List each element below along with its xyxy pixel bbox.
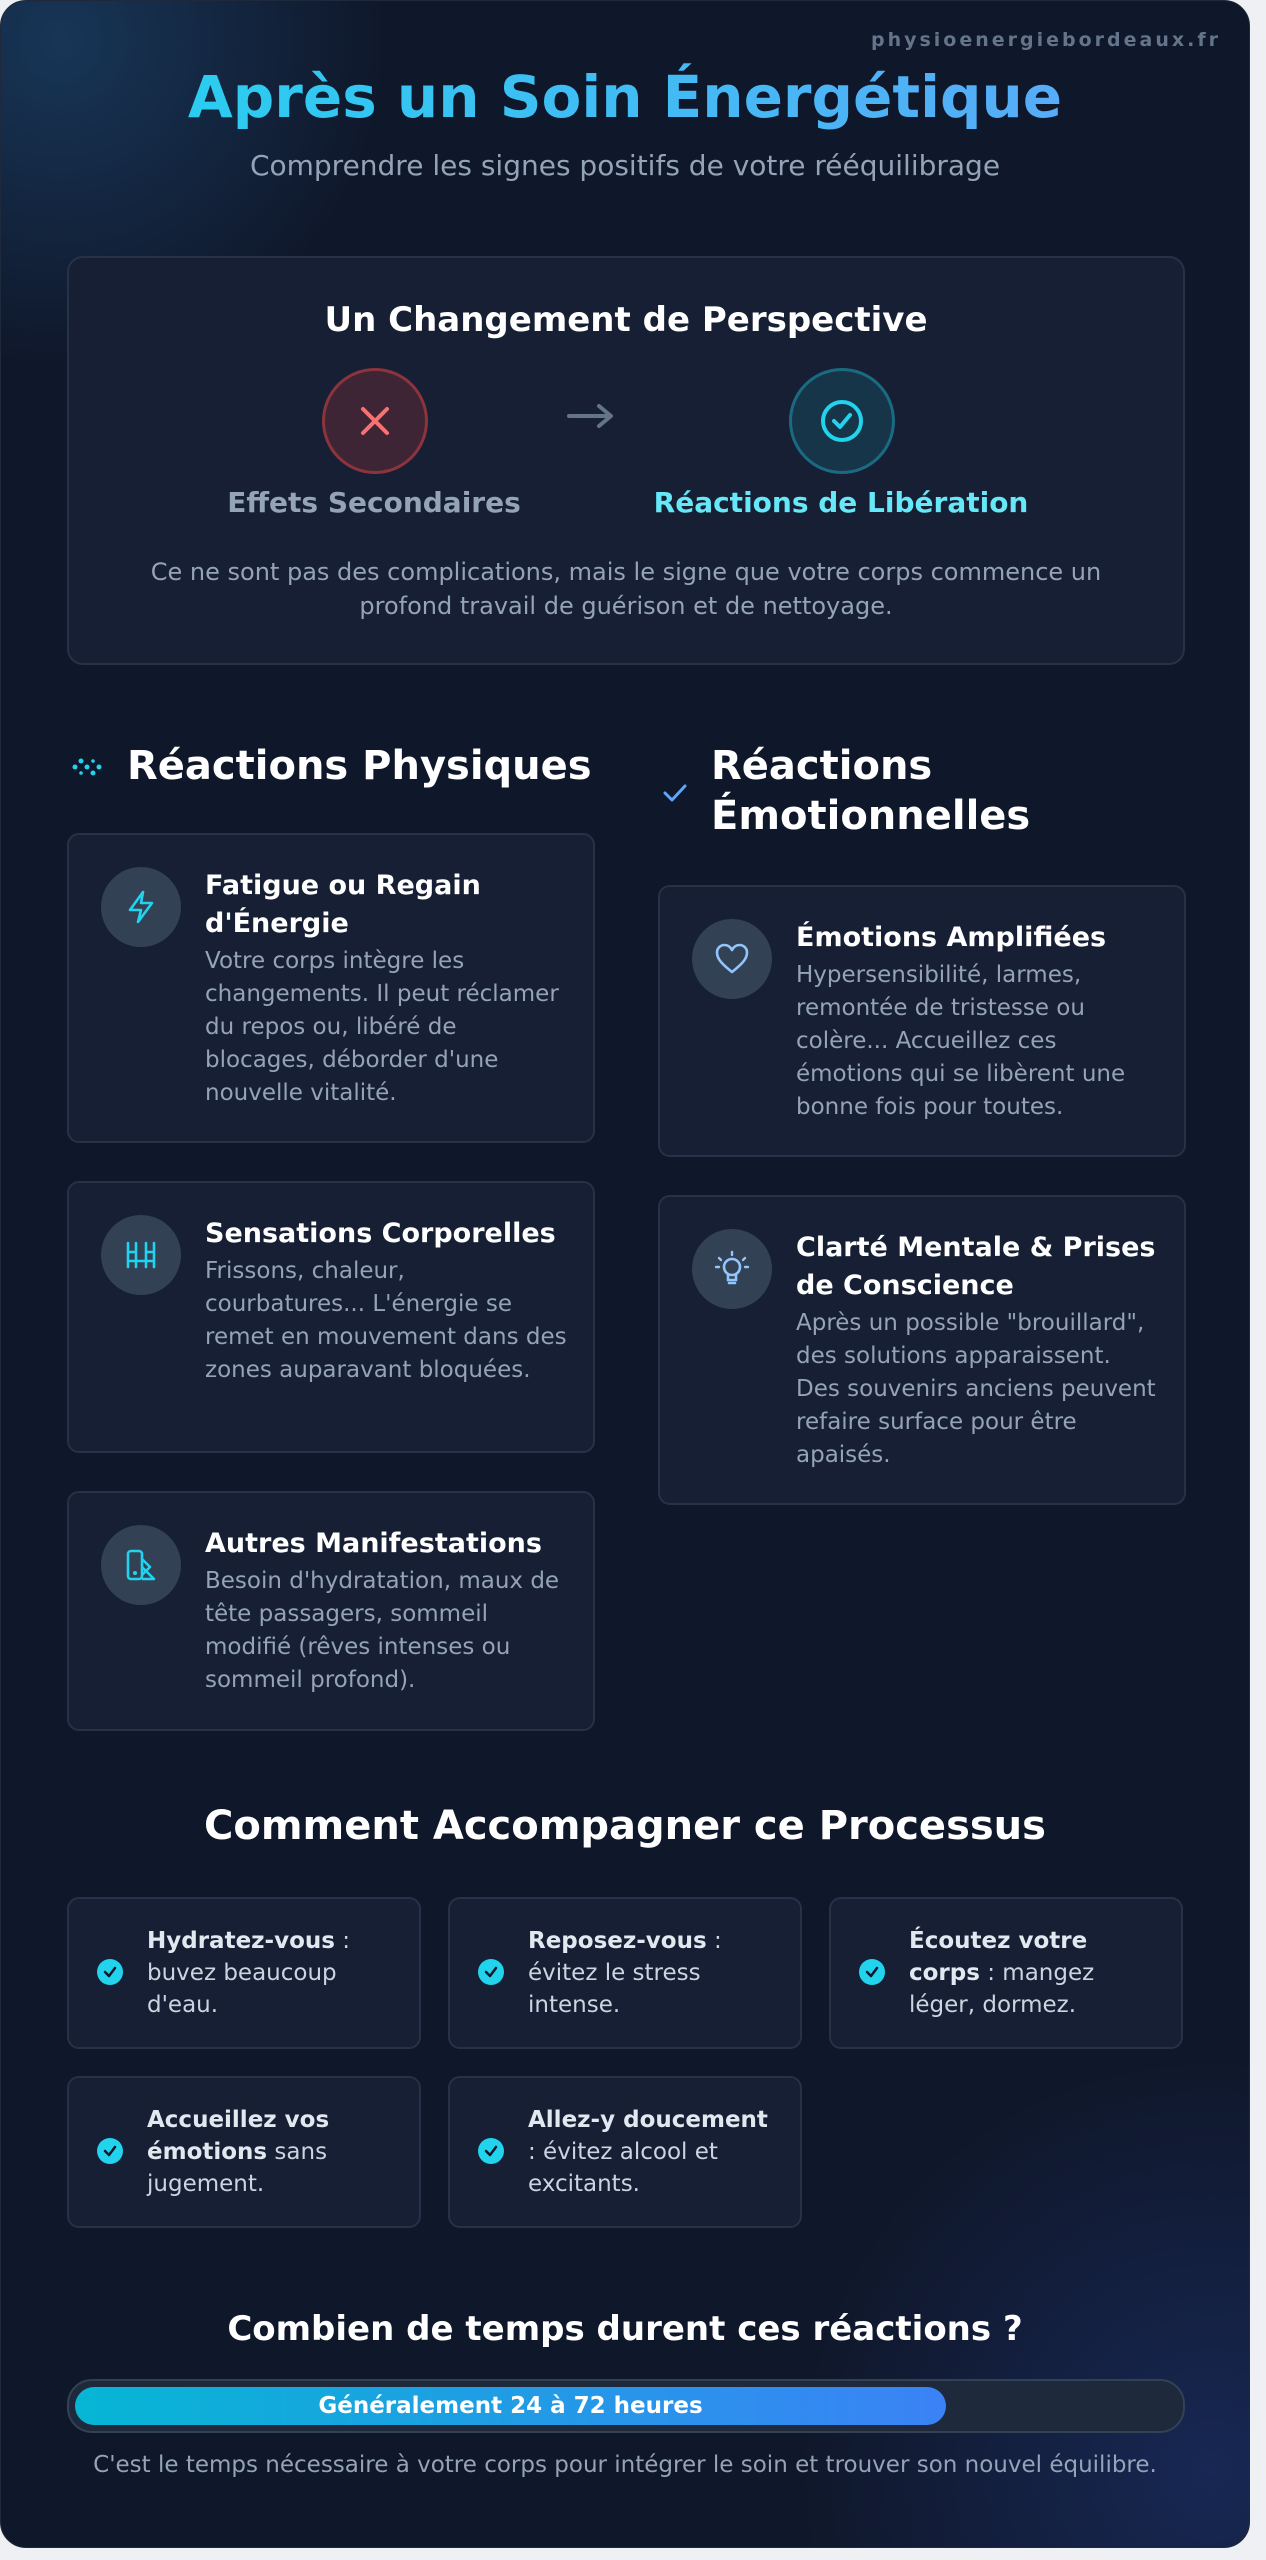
card-text: Frissons, chaleur, courbatures... L'éner… xyxy=(205,1258,567,1383)
icon-circle xyxy=(692,1229,772,1309)
side-effects-label: Effets Secondaires xyxy=(227,486,521,519)
check-circle-icon xyxy=(478,1959,504,1985)
check-icon xyxy=(663,784,687,802)
page-subtitle: Comprendre les signes positifs de votre … xyxy=(249,149,1001,182)
check-circle-icon xyxy=(97,2138,123,2164)
card-title: Clarté Mentale & Prises de Conscience xyxy=(796,1232,1156,1301)
tip-text: Allez-y doucement : évitez alcool et exc… xyxy=(528,2107,768,2197)
accompany-title: Comment Accompagner ce Processus xyxy=(204,1803,1046,1849)
card-text: Votre corps intègre les changements. Il … xyxy=(205,948,559,1106)
liberation-circle xyxy=(789,368,895,474)
check-circle-icon xyxy=(97,1959,123,1985)
page-title: Après un Soin Énergétique xyxy=(1,63,1249,131)
tip-text: Accueillez vos émotions sans jugement. xyxy=(147,2107,330,2197)
physical-card-other: Autres Manifestations Besoin d'hydratati… xyxy=(67,1491,595,1731)
tip-card-rest: Reposez-vous : évitez le stress intense. xyxy=(448,1897,802,2049)
icon-circle xyxy=(101,1525,181,1605)
physical-card-sensations: Sensations Corporelles Frissons, chaleur… xyxy=(67,1181,595,1453)
check-circle-icon xyxy=(859,1959,885,1985)
tip-card-gently: Allez-y doucement : évitez alcool et exc… xyxy=(448,2076,802,2228)
duration-title: Combien de temps durent ces réactions ? xyxy=(227,2309,1023,2349)
card-title: Émotions Amplifiées xyxy=(796,922,1107,953)
duration-text: C'est le temps nécessaire à votre corps … xyxy=(93,2452,1157,2478)
physical-heading: Réactions Physiques xyxy=(127,743,592,789)
tip-text: Reposez-vous : évitez le stress intense. xyxy=(528,1928,722,2018)
perspective-panel: Un Changement de Perspective Effets Seco… xyxy=(67,256,1185,665)
emotional-card-clarity: Clarté Mentale & Prises de Conscience Ap… xyxy=(658,1195,1186,1505)
lightning-icon xyxy=(128,890,154,924)
tip-card-listen: Écoutez votre corps : mangez léger, dorm… xyxy=(829,1897,1183,2049)
sensations-icon xyxy=(126,1241,156,1269)
check-circle-icon xyxy=(821,400,863,442)
liberation-label: Réactions de Libération xyxy=(653,486,1029,519)
pulse-dots-icon xyxy=(72,758,102,776)
icon-circle xyxy=(101,1215,181,1295)
tip-text: Hydratez-vous : buvez beaucoup d'eau. xyxy=(147,1928,351,2018)
tip-text: Écoutez votre corps : mangez léger, dorm… xyxy=(909,1928,1095,2018)
site-url[interactable]: physioenergiebordeaux.fr xyxy=(870,29,1221,51)
lightbulb-icon xyxy=(714,1250,750,1285)
arrow-right-icon xyxy=(567,404,613,428)
card-title: Sensations Corporelles xyxy=(205,1218,556,1249)
icon-circle xyxy=(692,919,772,999)
heart-icon xyxy=(715,943,749,974)
card-text: Hypersensibilité, larmes, remontée de tr… xyxy=(796,962,1126,1120)
card-text: Après un possible "brouillard", des solu… xyxy=(796,1310,1156,1468)
tip-card-emotions: Accueillez vos émotions sans jugement. xyxy=(67,2076,421,2228)
duration-bar-fill: Généralement 24 à 72 heures xyxy=(75,2387,946,2425)
card-title: Autres Manifestations xyxy=(205,1528,542,1559)
perspective-text: Ce ne sont pas des complications, mais l… xyxy=(150,558,1102,620)
manifestations-icon xyxy=(126,1549,156,1581)
check-circle-icon xyxy=(478,2138,504,2164)
perspective-title: Un Changement de Perspective xyxy=(324,300,928,340)
x-icon xyxy=(361,407,389,435)
icon-circle xyxy=(101,867,181,947)
duration-bar: Généralement 24 à 72 heures xyxy=(67,2379,1185,2433)
duration-bar-label: Généralement 24 à 72 heures xyxy=(318,2393,703,2419)
side-effects-circle xyxy=(322,368,428,474)
card-text: Besoin d'hydratation, maux de tête passa… xyxy=(205,1568,560,1693)
emotional-card-emotions: Émotions Amplifiées Hypersensibilité, la… xyxy=(658,885,1186,1157)
card-title: Fatigue ou Regain d'Énergie xyxy=(205,870,481,939)
physical-card-energy: Fatigue ou Regain d'Énergie Votre corps … xyxy=(67,833,595,1143)
emotional-heading: Réactions Émotionnelles xyxy=(711,743,1031,839)
tip-card-hydrate: Hydratez-vous : buvez beaucoup d'eau. xyxy=(67,1897,421,2049)
